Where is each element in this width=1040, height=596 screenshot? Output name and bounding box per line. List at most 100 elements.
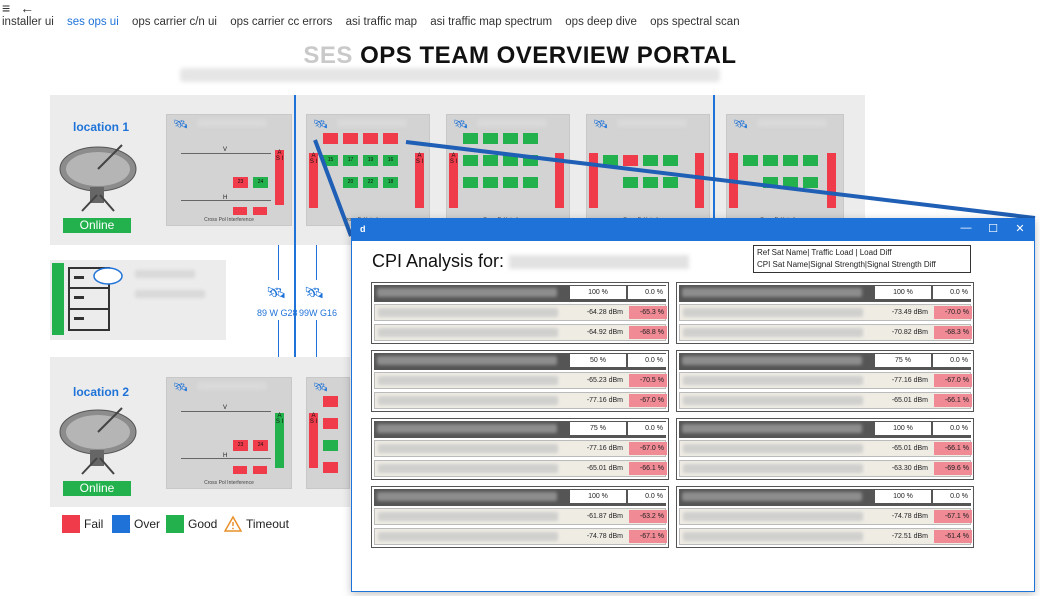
carrier-cell[interactable] [623,155,638,166]
carrier-cell[interactable] [803,155,818,166]
carrier-cell[interactable] [523,155,538,166]
carrier-cell[interactable] [763,177,778,188]
carrier-cell[interactable] [523,177,538,188]
nav-item-ops-spectral-scan[interactable]: ops spectral scan [650,16,740,28]
cpi-sat-row[interactable]: -70.82 dBm-68.3 % [679,324,972,341]
carrier-cell[interactable]: 18 [383,177,398,188]
carrier-cell[interactable] [483,155,498,166]
cpi-ref-row[interactable]: 100 %0.0 % [679,421,971,438]
carrier-panel-2-1[interactable]: 🛰 V H 23 24 A S I Cross Pol Interference [166,377,292,489]
carrier-cell[interactable] [483,177,498,188]
carrier-cell[interactable]: 22 [363,177,378,188]
carrier-cell[interactable] [803,177,818,188]
carrier-cell[interactable]: 17 [343,155,358,166]
sat-name-redacted [682,424,862,433]
carrier-cell[interactable] [323,418,338,429]
carrier-cell[interactable]: 23 [233,177,248,188]
nav-item-ops-carrier-cn-ui[interactable]: ops carrier c/n ui [131,16,217,28]
carrier-cell[interactable] [483,133,498,144]
nav-item-asi-traffic-map-spectrum[interactable]: asi traffic map spectrum [430,16,553,28]
cpi-sat-row[interactable]: -64.92 dBm-68.8 % [374,324,667,341]
cpi-sat-row[interactable]: -65.01 dBm-66.1 % [679,392,972,409]
cpi-ref-row[interactable]: 100 %0.0 % [679,285,971,302]
carrier-cell[interactable] [743,155,758,166]
cpi-sat-row[interactable]: -77.16 dBm-67.0 % [374,440,667,457]
carrier-cell[interactable] [643,177,658,188]
carrier-cell[interactable]: 23 [233,440,248,451]
carrier-cell[interactable]: 24 [253,177,268,188]
cpi-sat-row[interactable]: -65.01 dBm-66.1 % [374,460,667,477]
carrier-cell[interactable] [783,177,798,188]
carrier-cell[interactable] [503,133,518,144]
carrier-cell[interactable] [463,133,478,144]
carrier-cell[interactable] [783,155,798,166]
carrier-cell[interactable] [383,133,398,144]
cpi-sat-row[interactable]: -65.23 dBm-70.5 % [374,372,667,389]
cpi-sat-row[interactable]: -64.28 dBm-65.3 % [374,304,667,321]
cpi-ref-row[interactable]: 75 %0.0 % [679,353,971,370]
carrier-cell[interactable] [363,133,378,144]
nav-item-ops-deep-dive[interactable]: ops deep dive [565,16,637,28]
carrier-panel-1-5[interactable]: 🛰 Cross Pol Interference [726,114,844,226]
carrier-cell[interactable] [603,155,618,166]
polarization-v-label: V [223,147,228,153]
cpi-sat-row[interactable]: -77.16 dBm-67.0 % [374,392,667,409]
carrier-cell[interactable] [663,177,678,188]
carrier-panel-2-2[interactable]: 🛰 A S I [306,377,350,489]
maximize-icon[interactable]: ☐ [988,223,998,235]
carrier-cell[interactable]: 16 [383,155,398,166]
carrier-cell[interactable]: 20 [343,177,358,188]
carrier-cell[interactable]: 15 [323,155,338,166]
nav-bar: installer ui ses ops ui ops carrier c/n … [2,16,750,28]
legend-over-swatch [112,515,130,533]
cpi-ref-row[interactable]: 50 %0.0 % [374,353,666,370]
carrier-cell[interactable]: 19 [363,155,378,166]
nav-item-installer-ui[interactable]: installer ui [2,16,54,28]
dialog-titlebar[interactable]: d — ☐ ✕ [352,219,1034,241]
carrier-cell[interactable] [323,133,338,144]
carrier-cell[interactable] [663,155,678,166]
cpi-analysis-dialog[interactable]: d — ☐ ✕ CPI Analysis for: Ref Sat Name| … [351,218,1035,592]
cpi-sat-row[interactable]: -74.78 dBm-67.1 % [374,528,667,545]
cpi-ref-row[interactable]: 75 %0.0 % [374,421,666,438]
signal-diff-value: -68.8 % [629,326,667,339]
close-icon[interactable]: ✕ [1015,223,1025,235]
carrier-cell[interactable] [343,133,358,144]
carrier-cell[interactable] [523,133,538,144]
carrier-cell[interactable] [623,177,638,188]
cpi-ref-row[interactable]: 100 %0.0 % [374,285,666,302]
cpi-sat-row[interactable]: -74.78 dBm-67.1 % [679,508,972,525]
carrier-cell[interactable] [323,462,338,473]
carrier-cell[interactable] [503,177,518,188]
carrier-cell[interactable] [503,155,518,166]
minimize-icon[interactable]: — [960,222,972,234]
carrier-cell[interactable] [253,466,267,474]
carrier-cell[interactable] [253,207,267,215]
carrier-panel-1-3[interactable]: 🛰 A S I Cross Pol Interference [446,114,570,226]
nav-item-ses-ops-ui[interactable]: ses ops ui [66,16,119,28]
carrier-cell[interactable] [463,155,478,166]
carrier-panel-1-1[interactable]: 🛰 V H 23 24 A S I Cross Pol Interference [166,114,292,226]
cpi-sat-row[interactable]: -65.01 dBm-66.1 % [679,440,972,457]
carrier-cell[interactable] [763,155,778,166]
nav-item-asi-traffic-map[interactable]: asi traffic map [345,16,418,28]
cpi-ref-row[interactable]: 100 %0.0 % [374,489,666,506]
carrier-cell[interactable] [643,155,658,166]
cpi-sat-row[interactable]: -72.51 dBm-61.4 % [679,528,972,545]
carrier-cell[interactable]: 24 [253,440,268,451]
cpi-sat-row[interactable]: -77.16 dBm-67.0 % [679,372,972,389]
carrier-cell[interactable] [323,396,338,407]
cpi-sat-row[interactable]: -73.49 dBm-70.0 % [679,304,972,321]
sat-name-redacted [378,376,558,385]
back-arrow-icon[interactable]: ← [20,0,35,16]
menu-icon[interactable]: ≡ [2,0,11,16]
carrier-cell[interactable] [463,177,478,188]
carrier-cell[interactable] [323,440,338,451]
nav-item-ops-carrier-cc-errors[interactable]: ops carrier cc errors [230,16,333,28]
carrier-cell[interactable] [233,466,247,474]
cpi-sat-row[interactable]: -63.30 dBm-69.6 % [679,460,972,477]
carrier-cell[interactable] [233,207,247,215]
cpi-sat-row[interactable]: -61.87 dBm-63.2 % [374,508,667,525]
cpi-ref-row[interactable]: 100 %0.0 % [679,489,971,506]
